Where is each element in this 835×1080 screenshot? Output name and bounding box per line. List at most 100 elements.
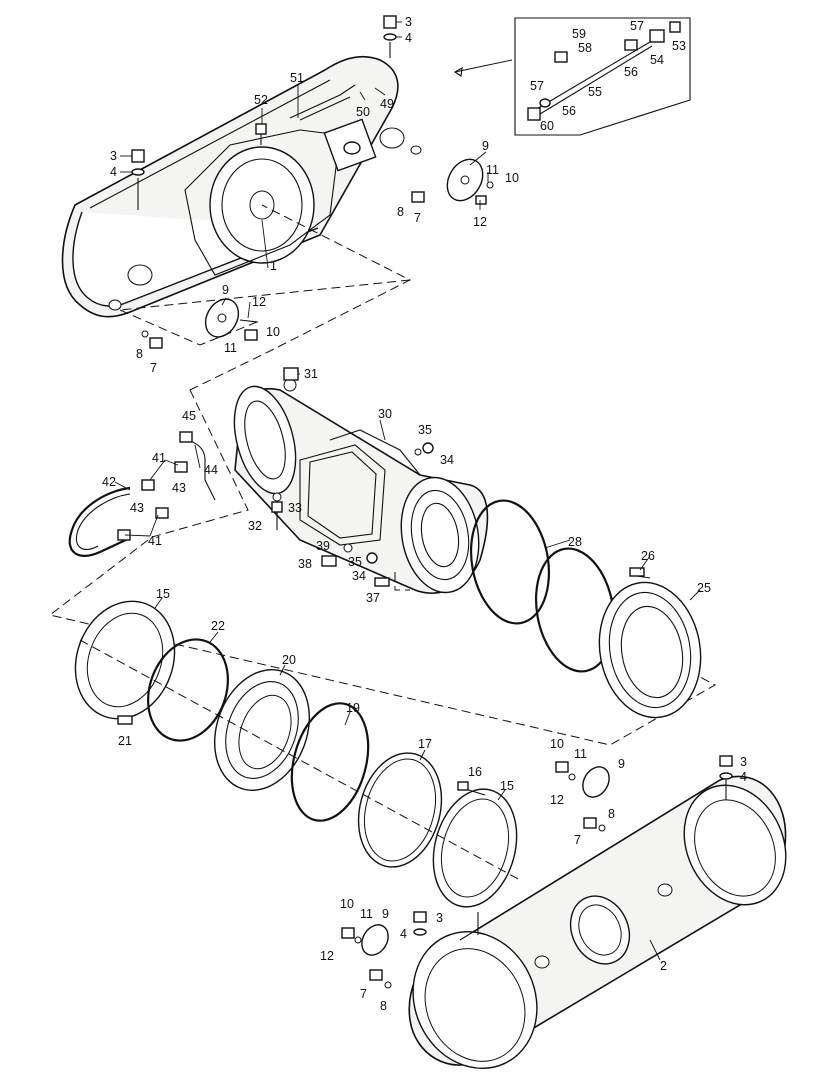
callout-58: 58 [578,41,592,55]
callout-43-bottom: 43 [130,501,144,515]
callout-7-lower-right: 7 [574,833,581,847]
callout-50: 50 [356,105,370,119]
callout-35-bottom: 35 [348,555,362,569]
o-ring-19 [290,702,370,822]
callout-43-top: 43 [172,481,186,495]
callout-12-lower-right: 12 [550,793,564,807]
drain-plug-stack-left [131,149,145,210]
callout-25: 25 [697,581,711,595]
callout-10-lower-right: 10 [550,737,564,751]
callout-7-mid: 7 [150,361,157,375]
callout-60: 60 [540,119,554,133]
callout-3-lower-left: 3 [436,911,443,925]
assembly-line-upper [189,204,412,391]
callout-4-left: 4 [110,165,117,179]
callout-34-bottom: 34 [352,569,366,583]
assembly-line-upper-c [119,279,411,311]
callout-51: 51 [290,71,304,85]
ring-plate-15-left [74,600,176,725]
drain-plug-stack-top [383,15,397,58]
hose-assembly [68,431,216,557]
callout-4-lower-left: 4 [400,927,407,941]
fittings-lower-right [555,755,733,832]
callout-4-lower-right: 4 [740,770,747,784]
callout-55: 55 [588,85,602,99]
callout-59: 59 [572,27,586,41]
callout-11-lower-right: 11 [574,747,587,761]
callout-53: 53 [672,39,686,53]
upper-chain-case [61,55,405,318]
callout-9-lower-right: 9 [618,757,625,771]
flange-25 [598,567,702,719]
callout-37: 37 [366,591,380,605]
callout-8-lower-left: 8 [380,999,387,1013]
callout-19: 19 [346,701,360,715]
callout-3-left: 3 [110,149,117,163]
callout-9-upper: 9 [482,139,489,153]
callout-20: 20 [282,653,296,667]
callout-57-bottom: 57 [530,79,544,93]
callout-26: 26 [641,549,655,563]
callout-2: 2 [660,959,667,973]
callout-45: 45 [182,409,196,423]
callout-4-top: 4 [405,31,412,45]
callout-56-bottom: 56 [562,104,576,118]
callout-35-top: 35 [418,423,432,437]
fittings-housing [271,442,434,591]
callout-12-mid: 12 [252,295,266,309]
callout-39: 39 [316,539,330,553]
assembly-line-upper-b [119,309,263,346]
callout-7-upper: 7 [414,211,421,225]
lower-chain-case [408,775,787,1070]
callout-3-lower-right: 3 [740,755,747,769]
fittings-lower-left [341,911,479,989]
breather-31 [283,367,299,381]
breather-52 [255,123,267,145]
callout-12-lower-left: 12 [320,949,334,963]
callout-56-top: 56 [624,65,638,79]
ring-plate-15-right [432,781,518,908]
callout-21: 21 [118,734,132,748]
callout-3-top: 3 [405,15,412,29]
callout-10-lower-left: 10 [340,897,354,911]
cover-plate-9-mid [204,298,240,338]
callout-41-bottom: 41 [148,534,162,548]
callout-38: 38 [298,557,312,571]
callout-17: 17 [418,737,432,751]
callout-52: 52 [254,93,268,107]
callout-11-lower-left: 11 [360,907,373,921]
axle-housing [233,378,489,594]
callout-10-mid: 10 [266,325,280,339]
callout-49: 49 [380,97,394,111]
callout-10-upper: 10 [505,171,519,185]
callout-labels: 3 4 49 50 51 52 3 4 9 11 10 12 8 7 1 9 1… [102,15,747,1013]
assembly-line-mid [48,389,717,746]
callout-11-upper: 11 [486,163,499,177]
callout-8-mid: 8 [136,347,143,361]
callout-42: 42 [102,475,116,489]
o-ring-22 [147,638,229,742]
callout-31: 31 [304,367,318,381]
callout-leaders [114,21,701,961]
callout-28: 28 [568,535,582,549]
callout-34-top: 34 [440,453,454,467]
callout-16: 16 [468,765,482,779]
callout-7-lower-left: 7 [360,987,367,1001]
hub-20 [213,669,311,791]
callout-8-upper: 8 [397,205,404,219]
callout-15-left: 15 [156,587,170,601]
lubrication-line-inset [453,17,691,136]
callout-54: 54 [650,53,664,67]
callout-30: 30 [378,407,392,421]
ring-17 [357,752,443,868]
callout-41-top: 41 [152,451,166,465]
center-axis-lower [79,639,521,881]
cover-plate-9-upper [410,145,484,202]
callout-22: 22 [211,619,225,633]
callout-11-mid: 11 [224,341,237,355]
callout-44: 44 [204,463,218,477]
callout-1: 1 [270,259,277,273]
callout-33: 33 [288,501,302,515]
callout-57-top: 57 [630,19,644,33]
